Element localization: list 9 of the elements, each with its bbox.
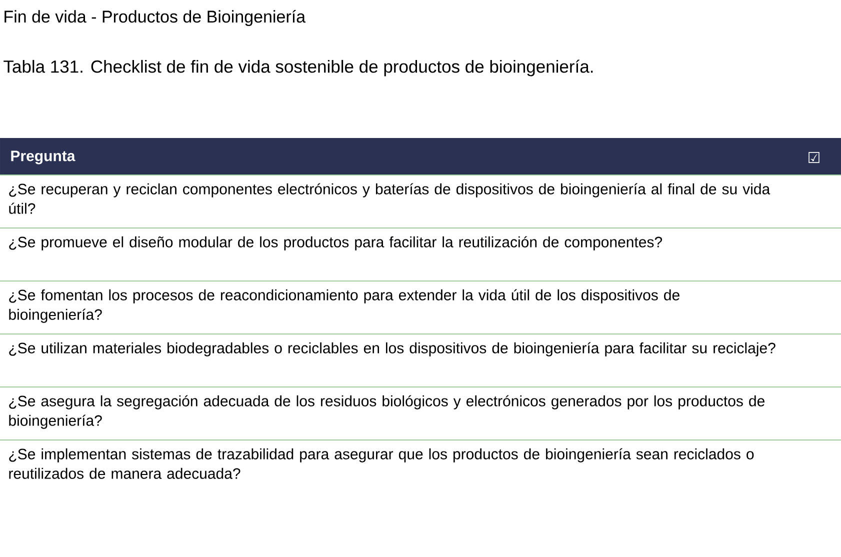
question-cell: ¿Se fomentan los procesos de reacondicionamiento para extender la vida útil de los dispositivos de bioingeniería? [9,289,680,323]
question-cell: ¿Se implementan sistemas de trazabilidad para asegurar que los productos de bioingeniería sean reciclados o reutilizados de manera adecuada? [9,448,754,479]
question-cell: ¿Se asegura la segregación adecuada de los residuos biológicos y electrónicos generados por los productos de bioingeniería? [9,395,764,429]
question-cell: ¿Se recuperan y reciclan componentes electrónicos y baterías de dispositivos de bioingeniería al final de su vida útil? [9,183,770,214]
question-cell: ¿Se utilizan materiales biodegradables o reciclables en los dispositivos de bioingeniería para facilitar su reciclaje? [9,342,776,356]
heading: Fin de vida - Productos de Bioingeniería [4,10,306,26]
checkbox-header: ☑ [790,138,841,175]
table-caption: Tabla 131. Checklist de fin de vida sostenible de productos de bioingeniería. [4,60,593,76]
question-cell: ¿Se promueve el diseño modular de los productos para facilitar la reutilización de componentes? [9,236,662,250]
